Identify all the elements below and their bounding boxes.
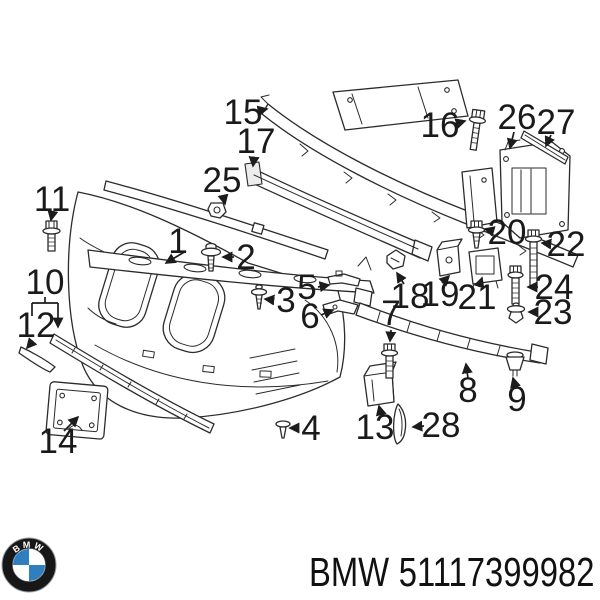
logo-quadrant-white-bl xyxy=(13,565,29,581)
part-20-screw xyxy=(467,220,486,249)
part-14-plate-filler xyxy=(45,381,109,440)
svg-text:3: 3 xyxy=(276,281,295,320)
callout-25: 25 xyxy=(203,161,242,206)
svg-text:20: 20 xyxy=(488,213,527,252)
part-28-reflector xyxy=(392,403,407,445)
svg-text:4: 4 xyxy=(301,409,320,448)
part-10-lower-trim-strip xyxy=(49,333,215,434)
svg-text:27: 27 xyxy=(537,103,576,142)
callout-16: 16 xyxy=(421,106,467,145)
callout-12: 12 xyxy=(17,306,56,350)
svg-text:15: 15 xyxy=(224,93,263,132)
svg-text:9: 9 xyxy=(507,380,526,419)
logo-letters: BMW xyxy=(11,539,47,554)
svg-text:17: 17 xyxy=(237,122,276,161)
callout-4: 4 xyxy=(288,409,321,448)
svg-text:11: 11 xyxy=(34,180,70,219)
svg-text:23: 23 xyxy=(534,293,573,332)
part-3-rivet xyxy=(250,284,268,310)
svg-text:28: 28 xyxy=(422,406,461,445)
callout-15: 15 xyxy=(224,93,269,132)
callout-14: 14 xyxy=(39,415,80,461)
callout-9: 9 xyxy=(507,376,527,419)
callout-6: 6 xyxy=(300,297,335,336)
logo-quadrant-blue-br xyxy=(29,565,45,581)
logo-quadrant-white-tr xyxy=(29,549,45,565)
callout-2: 2 xyxy=(221,238,256,277)
callout-19: 19 xyxy=(421,274,460,314)
part-9-expander-clip xyxy=(505,351,525,377)
svg-text:18: 18 xyxy=(391,277,430,316)
svg-text:16: 16 xyxy=(421,106,460,145)
part-25-upper-strip xyxy=(103,180,329,260)
part-16-bolt xyxy=(468,108,486,151)
callout-27: 27 xyxy=(537,103,576,148)
callout-28: 28 xyxy=(411,406,461,445)
logo-quadrant-blue-tl xyxy=(13,549,29,565)
part-19-bracket xyxy=(436,238,463,277)
part-24-bolt xyxy=(507,265,524,305)
callout-3: 3 xyxy=(263,281,296,320)
svg-text:5: 5 xyxy=(297,268,316,307)
callout-7: 7 xyxy=(381,294,401,343)
part-12-end-cap xyxy=(18,346,56,373)
callout-13: 13 xyxy=(356,404,395,447)
callout-22: 22 xyxy=(540,225,586,264)
callout-21: 21 xyxy=(458,276,497,317)
part-11-bolt xyxy=(42,220,61,252)
callout-23: 23 xyxy=(527,293,573,332)
part-7-bolt xyxy=(380,343,399,379)
part-2-screw xyxy=(200,242,222,272)
callout-10: 10 xyxy=(26,263,65,329)
svg-text:25: 25 xyxy=(203,161,242,200)
part-8-center-support xyxy=(353,287,549,365)
part-15-bumper-carrier xyxy=(260,94,579,268)
svg-text:21: 21 xyxy=(458,278,497,317)
callout-1: 1 xyxy=(164,222,188,264)
svg-text:6: 6 xyxy=(300,297,319,336)
callout-11: 11 xyxy=(34,180,70,222)
part-17-reinforcement-beam xyxy=(244,161,433,262)
svg-text:24: 24 xyxy=(535,268,574,307)
svg-text:7: 7 xyxy=(381,294,400,333)
part-21-bracket xyxy=(468,247,503,291)
support-bracket xyxy=(461,167,498,229)
part-4-clip xyxy=(275,420,291,439)
callout-24: 24 xyxy=(526,268,574,307)
svg-text:1: 1 xyxy=(168,222,187,261)
svg-text:13: 13 xyxy=(356,408,395,447)
callout-26: 26 xyxy=(498,98,537,150)
callout-18: 18 xyxy=(391,271,430,316)
svg-text:26: 26 xyxy=(498,98,537,137)
callout-5: 5 xyxy=(297,268,331,307)
svg-text:12: 12 xyxy=(17,306,56,345)
svg-text:10: 10 xyxy=(26,263,65,302)
part-23-rivet xyxy=(506,302,526,324)
svg-text:8: 8 xyxy=(458,371,477,410)
svg-text:2: 2 xyxy=(236,238,255,277)
part-15-mount-arm xyxy=(332,79,469,131)
part-1-grille-carrier xyxy=(87,249,375,294)
svg-text:14: 14 xyxy=(39,422,78,461)
callout-20: 20 xyxy=(483,213,527,252)
bmw-logo: BMW xyxy=(1,537,57,593)
part-5-bracket xyxy=(327,270,361,287)
callout-8: 8 xyxy=(458,362,478,410)
svg-text:19: 19 xyxy=(421,275,460,314)
callout-17: 17 xyxy=(237,122,276,168)
part-18-clip-bracket xyxy=(386,249,406,270)
svg-text:22: 22 xyxy=(547,225,586,264)
